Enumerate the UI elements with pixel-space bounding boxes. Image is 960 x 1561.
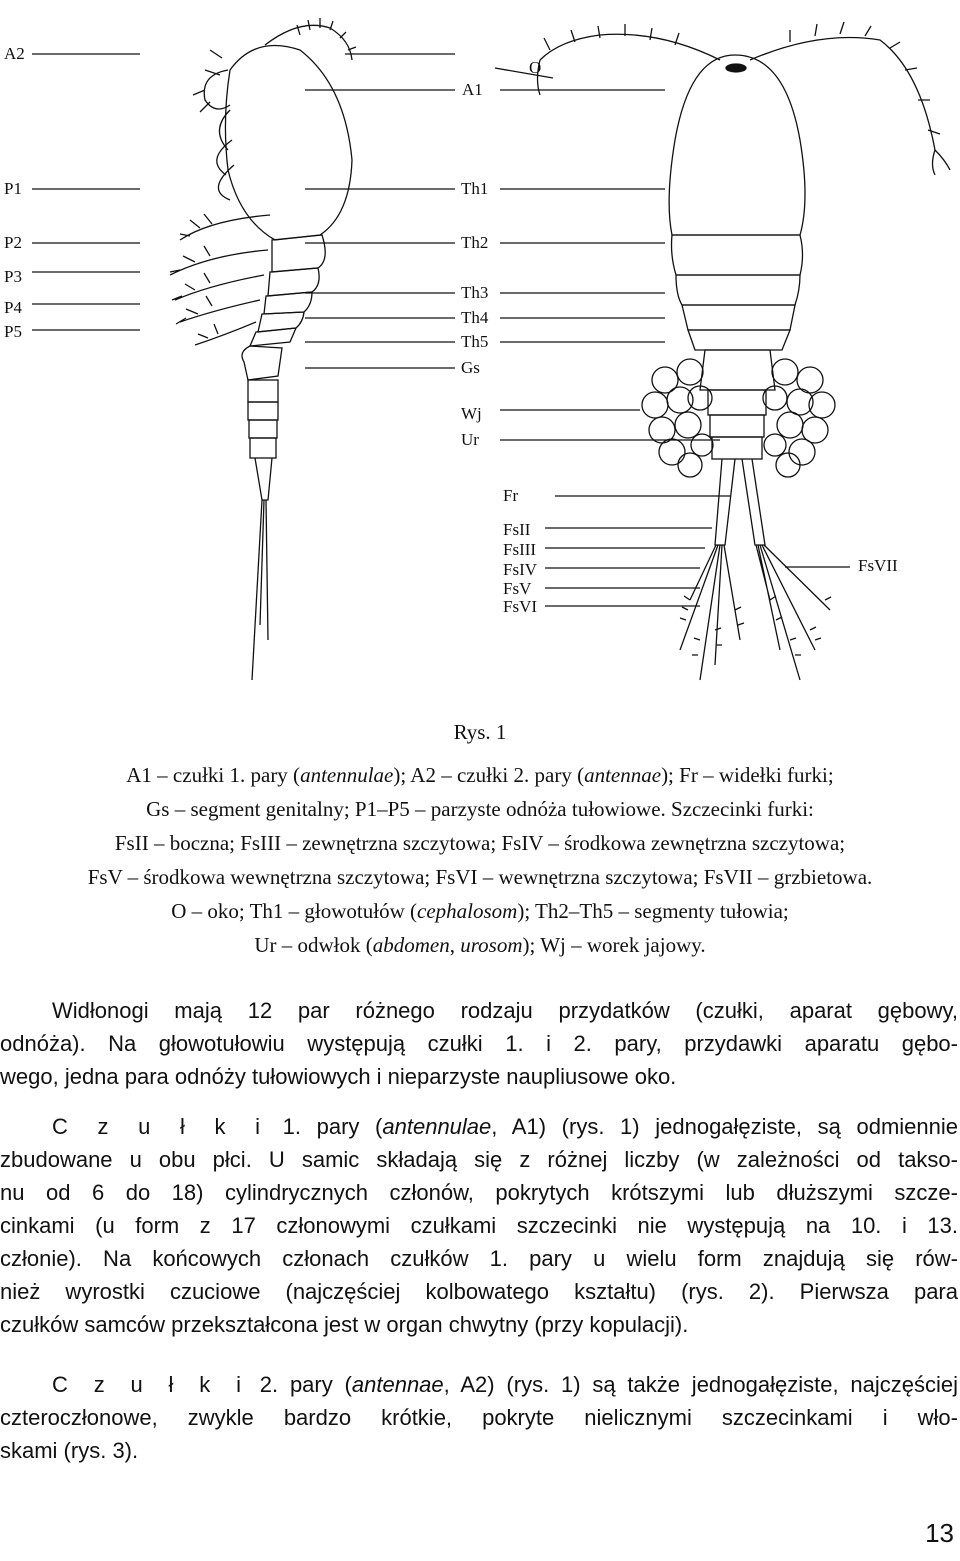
label-p5: P5 (4, 323, 22, 341)
label-th5: Th5 (461, 333, 488, 351)
label-wj: Wj (461, 405, 482, 423)
paragraph-antennae: C z u ł k i 2. pary (antennae, A2) (rys.… (0, 1368, 958, 1467)
paragraph-line: nież wyrostki czuciowe (najczęściej kolb… (0, 1275, 958, 1308)
paragraph-intro: Widłonogi mają 12 par różnego rodzaju pr… (0, 994, 958, 1093)
label-fsv: FsV (503, 580, 531, 598)
paragraph-line: czteroczłonowe, zwykle bardzo krótkie, p… (0, 1401, 958, 1434)
page-number: 13 (925, 1518, 954, 1549)
label-fsiii: FsIII (503, 541, 536, 559)
label-th1: Th1 (461, 180, 488, 198)
figure-legend: A1 – czułki 1. pary (antennulae); A2 – c… (0, 758, 960, 962)
paragraph-line: C z u ł k i 2. pary (antennae, A2) (rys.… (0, 1368, 958, 1401)
label-fr: Fr (503, 487, 518, 505)
label-a2: A2 (4, 45, 25, 63)
label-fsvi: FsVI (503, 598, 537, 616)
figure-caption-title: Rys. 1 (0, 720, 960, 745)
paragraph-line: czułków samców przekształcona jest w org… (0, 1308, 958, 1341)
label-a1: A1 (462, 81, 483, 99)
legend-line-6: Ur – odwłok (abdomen, urosom); Wj – wore… (0, 928, 960, 962)
legend-line-1: A1 – czułki 1. pary (antennulae); A2 – c… (0, 758, 960, 792)
legend-line-4: FsV – środkowa wewnętrzna szczytowa; FsV… (0, 860, 960, 894)
label-th4: Th4 (461, 309, 488, 327)
label-th3: Th3 (461, 284, 488, 302)
paragraph-line: cinkami (u form z 17 członowymi czułkami… (0, 1209, 958, 1242)
figure-copepod: A2 A1 O P1 P2 P3 P4 P5 Th1 Th2 Th3 Th4 T… (0, 0, 960, 700)
label-th2: Th2 (461, 234, 488, 252)
label-gs: Gs (461, 359, 480, 377)
label-fsiv: FsIV (503, 561, 537, 579)
label-p4: P4 (4, 299, 22, 317)
label-fsii: FsII (503, 521, 530, 539)
legend-line-3: FsII – boczna; FsIII – zewnętrzna szczyt… (0, 826, 960, 860)
leader-lines-left (32, 54, 140, 330)
paragraph-line: wego, jedna para odnóży tułowiowych i ni… (0, 1060, 958, 1093)
paragraph-line: zbudowane u obu płci. U samic składają s… (0, 1143, 958, 1176)
paragraph-antennulae: C z u ł k i 1. pary (antennulae, A1) (ry… (0, 1110, 958, 1341)
copepod-side-view (170, 18, 356, 680)
paragraph-line: odnóża). Na głowotułowiu występują czułk… (0, 1027, 958, 1060)
paragraph-line: nu od 6 do 18) cylindrycznych członów, p… (0, 1176, 958, 1209)
copepod-dorsal-view (538, 22, 951, 680)
paragraph-line: członie). Na końcowych członach czułków … (0, 1242, 958, 1275)
paragraph-line: Widłonogi mają 12 par różnego rodzaju pr… (0, 994, 958, 1027)
paragraph-line: C z u ł k i 1. pary (antennulae, A1) (ry… (0, 1110, 958, 1143)
label-fsvii: FsVII (858, 557, 898, 575)
label-ur: Ur (461, 431, 479, 449)
egg-sac-left (642, 359, 713, 477)
label-p1: P1 (4, 180, 22, 198)
label-o: O (529, 59, 541, 77)
label-p2: P2 (4, 234, 22, 252)
label-p3: P3 (4, 268, 22, 286)
legend-line-2: Gs – segment genitalny; P1–P5 – parzyste… (0, 792, 960, 826)
paragraph-line: skami (rys. 3). (0, 1434, 958, 1467)
legend-line-5: O – oko; Th1 – głowotułów (cephalosom); … (0, 894, 960, 928)
